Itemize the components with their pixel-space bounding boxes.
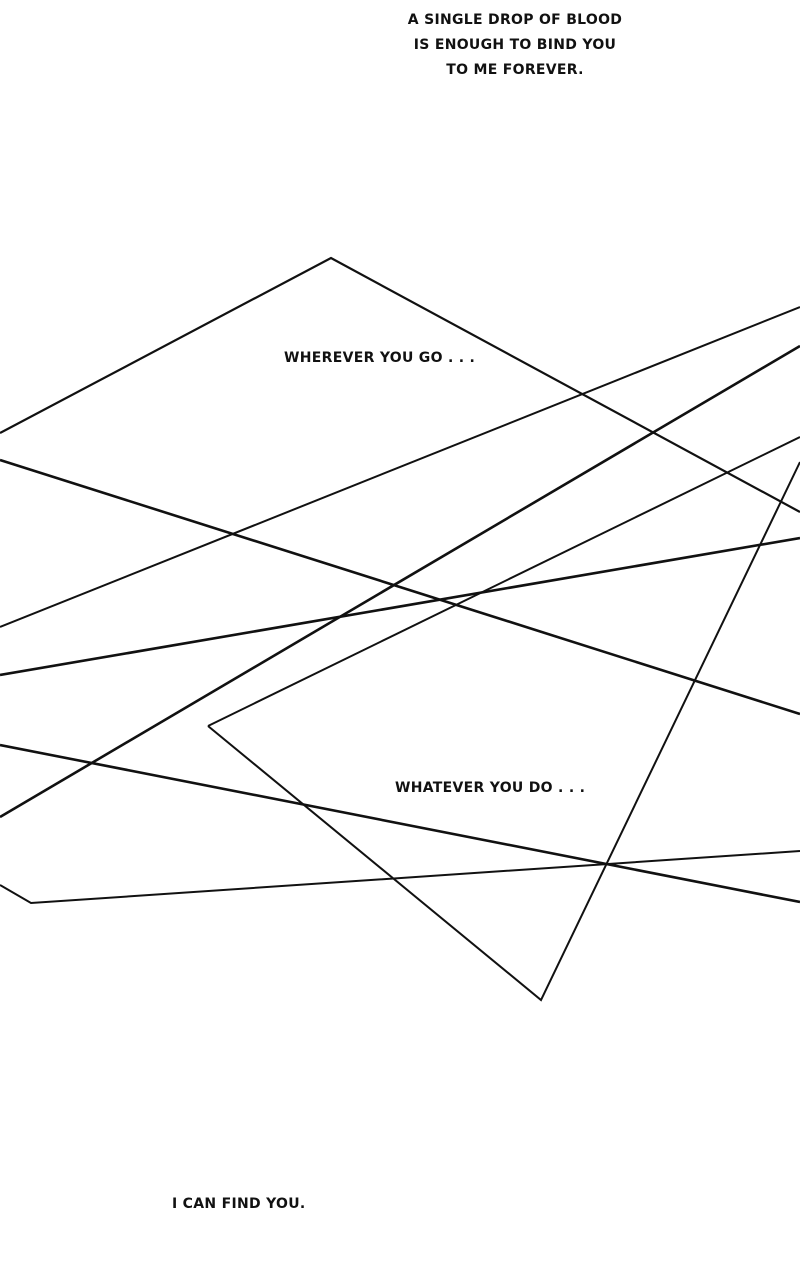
caption-whatever: Whatever you do . . . xyxy=(395,780,586,796)
line-peak xyxy=(0,256,800,513)
line-g xyxy=(0,850,800,905)
caption-top-line-3: to me forever. xyxy=(446,62,584,78)
line-v xyxy=(207,461,800,1002)
caption-find-you: I can find you. xyxy=(172,1196,306,1212)
caption-top: A single drop of blood is enough to bind… xyxy=(395,8,635,83)
line-d xyxy=(0,344,800,819)
line-c xyxy=(0,536,800,677)
caption-top-line-1: A single drop of blood xyxy=(407,12,623,28)
line-f xyxy=(0,743,800,904)
line-b xyxy=(0,306,800,628)
line-a xyxy=(0,458,800,716)
caption-wherever: Wherever you go . . . xyxy=(284,350,476,366)
caption-top-line-2: is enough to bind you xyxy=(413,37,617,53)
line-e xyxy=(207,436,800,727)
